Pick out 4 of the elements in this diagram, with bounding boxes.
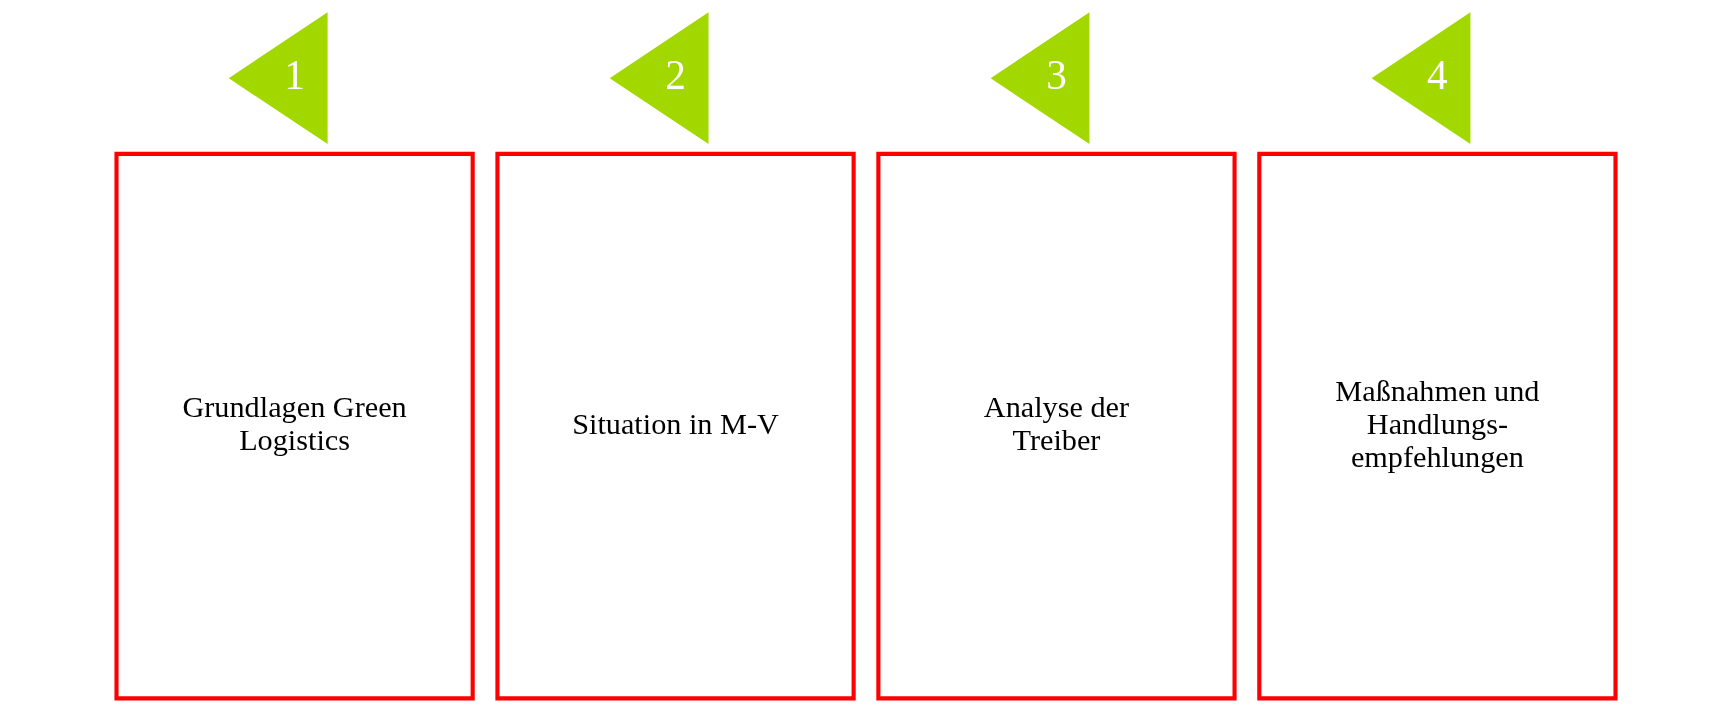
- node-box: Grundlagen Green Logistics: [113, 151, 475, 701]
- node-box: Situation in M-V: [494, 151, 856, 701]
- node-box: Analyse der Treiber: [875, 151, 1237, 701]
- node-box: Maßnahmen und Handlungs- empfehlungen: [1256, 151, 1618, 701]
